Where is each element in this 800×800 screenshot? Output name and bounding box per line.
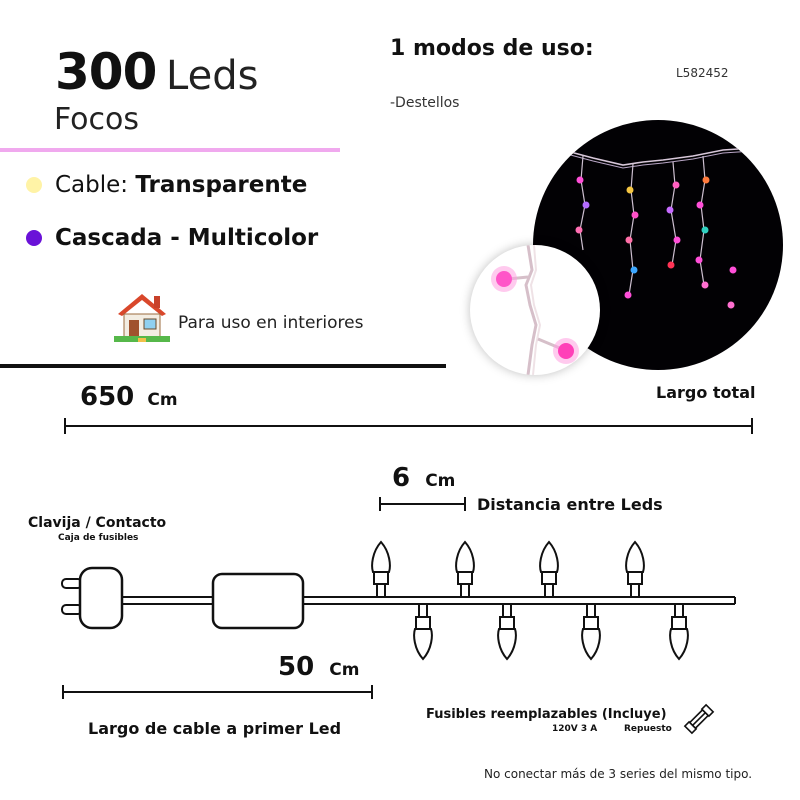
led-count: 300: [55, 43, 157, 101]
bulb-icon: [539, 540, 559, 597]
bulb-icon: [581, 604, 601, 661]
bulb-icon: [371, 540, 391, 597]
total-length-value: 650: [80, 382, 135, 412]
cable-color-dot: [26, 177, 42, 193]
zoom-detail: [470, 245, 600, 375]
fuses-spare: Repuesto: [624, 724, 672, 734]
house-icon: [114, 294, 170, 342]
bulb-icon: [413, 604, 433, 661]
spacing-label: Distancia entre Leds: [477, 495, 663, 514]
mode-item: -Destellos: [390, 95, 460, 111]
lead-length: 50 Cm: [278, 652, 359, 682]
lead-length-line: [62, 685, 373, 699]
footer-note: No conectar más de 3 series del mismo ti…: [484, 767, 753, 781]
modes-title: 1 modos de uso:: [390, 36, 594, 61]
lead-length-value: 50: [278, 652, 315, 682]
cable-value: Transparente: [135, 172, 308, 198]
total-length-line: [64, 418, 753, 434]
total-length-label: Largo total: [656, 383, 756, 402]
total-length: 650 Cm: [80, 382, 178, 412]
wire-diagram: [61, 540, 736, 661]
spacing: 6 Cm: [392, 463, 455, 493]
fuse-icon: [683, 703, 715, 735]
lead-length-unit: Cm: [329, 660, 360, 680]
bulb-icon: [455, 540, 475, 597]
usage-text: Para uso en interiores: [178, 313, 364, 333]
plug-title: Clavija / Contacto: [28, 515, 167, 531]
total-length-unit: Cm: [147, 390, 178, 410]
plug-subtitle: Caja de fusibles: [58, 533, 139, 543]
divider-black: [0, 364, 446, 368]
spacing-unit: Cm: [425, 471, 456, 491]
style-feature: Cascada - Multicolor: [55, 225, 319, 251]
product-type: Focos: [54, 102, 140, 137]
divider-pink: [0, 148, 340, 152]
bulb-icon: [625, 540, 645, 597]
cable-label: Cable:: [55, 172, 129, 198]
plug-icon: [61, 566, 124, 630]
led-unit: Leds: [166, 53, 259, 99]
bulb-icon: [669, 604, 689, 661]
product-code: L582452: [676, 66, 729, 80]
spacing-value: 6: [392, 463, 411, 493]
fuses-rating: 120V 3 A: [552, 724, 598, 734]
fuse-box: [211, 572, 305, 630]
style-color-dot: [26, 230, 42, 246]
bulb-icon: [497, 604, 517, 661]
fuses-title: Fusibles reemplazables (Incluye): [426, 707, 667, 722]
lead-length-label: Largo de cable a primer Led: [88, 719, 342, 738]
spacing-line: [379, 497, 466, 511]
cable-feature: Cable: Transparente: [55, 171, 307, 199]
